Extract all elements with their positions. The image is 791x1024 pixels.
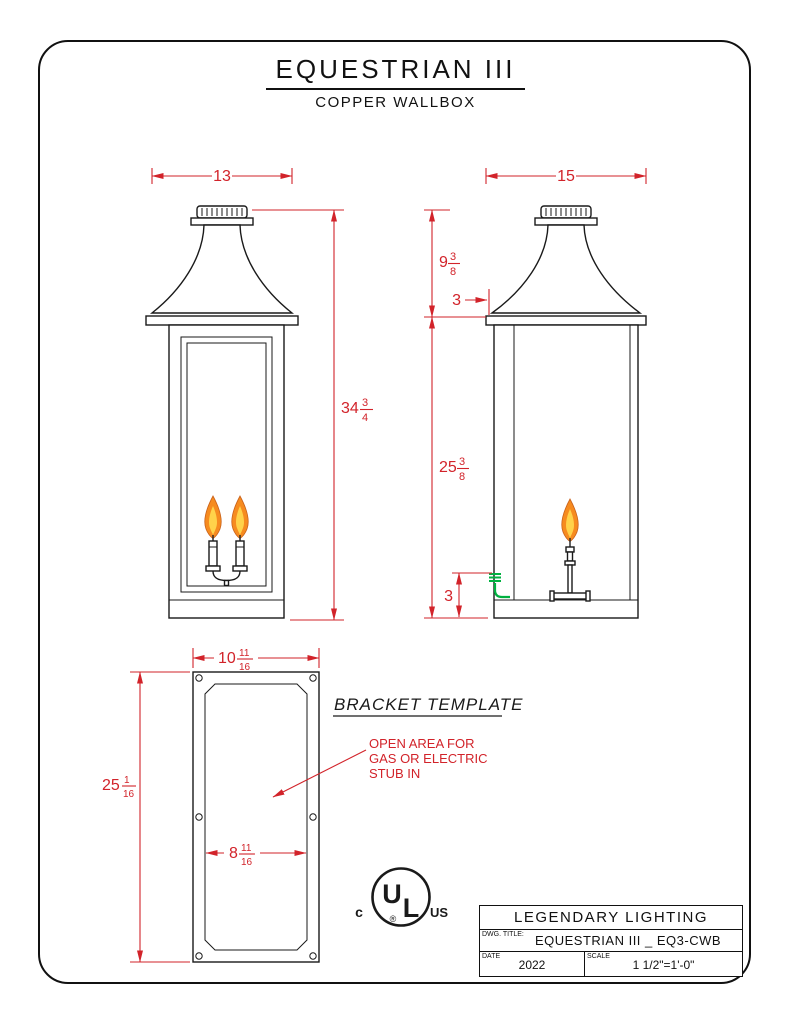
side-cap-disc — [534, 217, 598, 226]
page-border — [38, 40, 751, 984]
bracket-height-denominator: 16 — [123, 789, 135, 800]
mounting-hole — [195, 813, 203, 821]
hood-height-numerator: 3 — [450, 251, 456, 263]
hood-height-denominator: 8 — [450, 266, 456, 278]
side-view-lantern — [485, 205, 647, 619]
dwg-title-label: DWG. TITLE: — [482, 931, 524, 938]
bracket-open-width-denominator: 16 — [241, 857, 253, 868]
burner-tee — [552, 592, 588, 600]
stub-height-dimension: 3 — [444, 588, 453, 605]
flame-inner — [566, 509, 574, 538]
front-view-lantern — [145, 205, 299, 619]
candle-cup — [205, 565, 221, 572]
scale-cell: SCALE 1 1/2"=1'-0" — [585, 952, 742, 976]
bracket-dimensions: 10 11 16 25 1 16 8 11 16 — [102, 648, 320, 963]
ul-letter-u: U — [382, 879, 402, 909]
candle-cup — [232, 565, 248, 572]
leader-line — [272, 749, 367, 798]
date-value: 2022 — [518, 958, 546, 972]
scale-label: SCALE — [587, 953, 610, 960]
gas-stub-connector — [489, 573, 501, 582]
ul-listed-mark: U L ® c US — [355, 867, 448, 927]
candle-center-stem — [223, 579, 230, 587]
front-height-denominator: 4 — [362, 412, 368, 424]
bracket-height-whole: 25 — [102, 777, 120, 794]
gas-stub — [489, 573, 510, 599]
front-height-numerator: 3 — [362, 397, 368, 409]
burner-pipe — [567, 564, 573, 594]
candle-body — [235, 540, 245, 567]
bracket-height-numerator: 1 — [124, 775, 130, 786]
bracket-note: OPEN AREA FOR GAS OR ELECTRIC STUB IN — [272, 736, 487, 798]
mounting-hole — [309, 813, 317, 821]
body-height-denominator: 8 — [459, 471, 465, 483]
burner-tee-cap-left — [549, 590, 555, 602]
note-line-2: GAS OR ELECTRIC — [369, 751, 487, 766]
mounting-hole — [195, 952, 203, 960]
front-cap-disc — [190, 217, 254, 226]
side-top-offset-dimension: 3 — [452, 292, 461, 309]
ul-circle — [371, 867, 431, 927]
flame-inner — [236, 506, 244, 535]
bracket-width-denominator: 16 — [239, 662, 251, 673]
date-scale-row: DATE 2022 SCALE 1 1/2"=1'-0" — [480, 952, 742, 976]
company-name: LEGENDARY LIGHTING — [480, 906, 742, 930]
sheet-header: EQUESTRIAN III COPPER WALLBOX — [0, 54, 791, 111]
front-left-candle — [204, 495, 222, 572]
gas-stub-elbow — [493, 583, 510, 599]
page-subtitle: COPPER WALLBOX — [315, 94, 476, 111]
burner-tip — [565, 546, 575, 553]
side-cap-vents — [545, 208, 587, 216]
front-hood — [149, 224, 295, 314]
ul-letter-l: L — [403, 893, 420, 923]
scale-value: 1 1/2"=1'-0" — [632, 958, 695, 972]
bracket-outer-plate — [192, 671, 320, 963]
ul-us-label: US — [430, 905, 448, 920]
drawing-title-row: DWG. TITLE: EQUESTRIAN III _ EQ3-CWB — [480, 930, 742, 952]
ul-c-label: c — [355, 904, 363, 920]
burner-stem — [566, 551, 574, 562]
side-burner — [549, 498, 591, 602]
bracket-template-drawing: BRACKET TEMPLATE — [192, 671, 524, 963]
bracket-width-whole: 10 — [218, 650, 236, 667]
note-line-3: STUB IN — [369, 766, 420, 781]
front-body — [168, 324, 285, 619]
hood-height-whole: 9 — [439, 254, 448, 271]
burner-tee-cap-right — [585, 590, 591, 602]
flame-inner — [209, 506, 217, 535]
front-mounting-plate — [145, 315, 299, 326]
page-title: EQUESTRIAN III — [265, 54, 526, 90]
bracket-open-area — [204, 683, 308, 951]
ul-registered-symbol: ® — [390, 914, 397, 924]
body-height-whole: 25 — [439, 459, 457, 476]
front-cap-vents — [201, 208, 243, 216]
front-width-dimension: 13 — [213, 168, 231, 185]
side-view-dimensions: 15 9 3 8 3 25 3 8 3 — [424, 168, 647, 619]
bracket-open-width-numerator: 11 — [241, 843, 252, 854]
mounting-hole — [309, 952, 317, 960]
bracket-width-numerator: 11 — [239, 648, 250, 659]
mounting-hole — [195, 674, 203, 682]
side-width-dimension: 15 — [557, 168, 575, 185]
date-cell: DATE 2022 — [480, 952, 585, 976]
bracket-open-width-whole: 8 — [229, 845, 238, 862]
dwg-title-value: EQUESTRIAN III _ EQ3-CWB — [534, 933, 722, 948]
front-window-outer-frame — [180, 336, 273, 593]
date-label: DATE — [482, 953, 501, 960]
body-height-numerator: 3 — [459, 456, 465, 468]
front-view-dimensions: 13 34 3 4 — [151, 168, 373, 621]
title-block: LEGENDARY LIGHTING DWG. TITLE: EQUESTRIA… — [479, 905, 743, 977]
candle-body — [208, 540, 218, 567]
note-line-1: OPEN AREA FOR — [369, 736, 474, 751]
bracket-template-label: BRACKET TEMPLATE — [334, 695, 524, 714]
front-right-candle — [231, 495, 249, 572]
side-body — [493, 324, 639, 619]
side-hood — [489, 224, 643, 314]
front-height-whole: 34 — [341, 400, 359, 417]
side-mounting-plate — [485, 315, 647, 326]
mounting-hole — [309, 674, 317, 682]
